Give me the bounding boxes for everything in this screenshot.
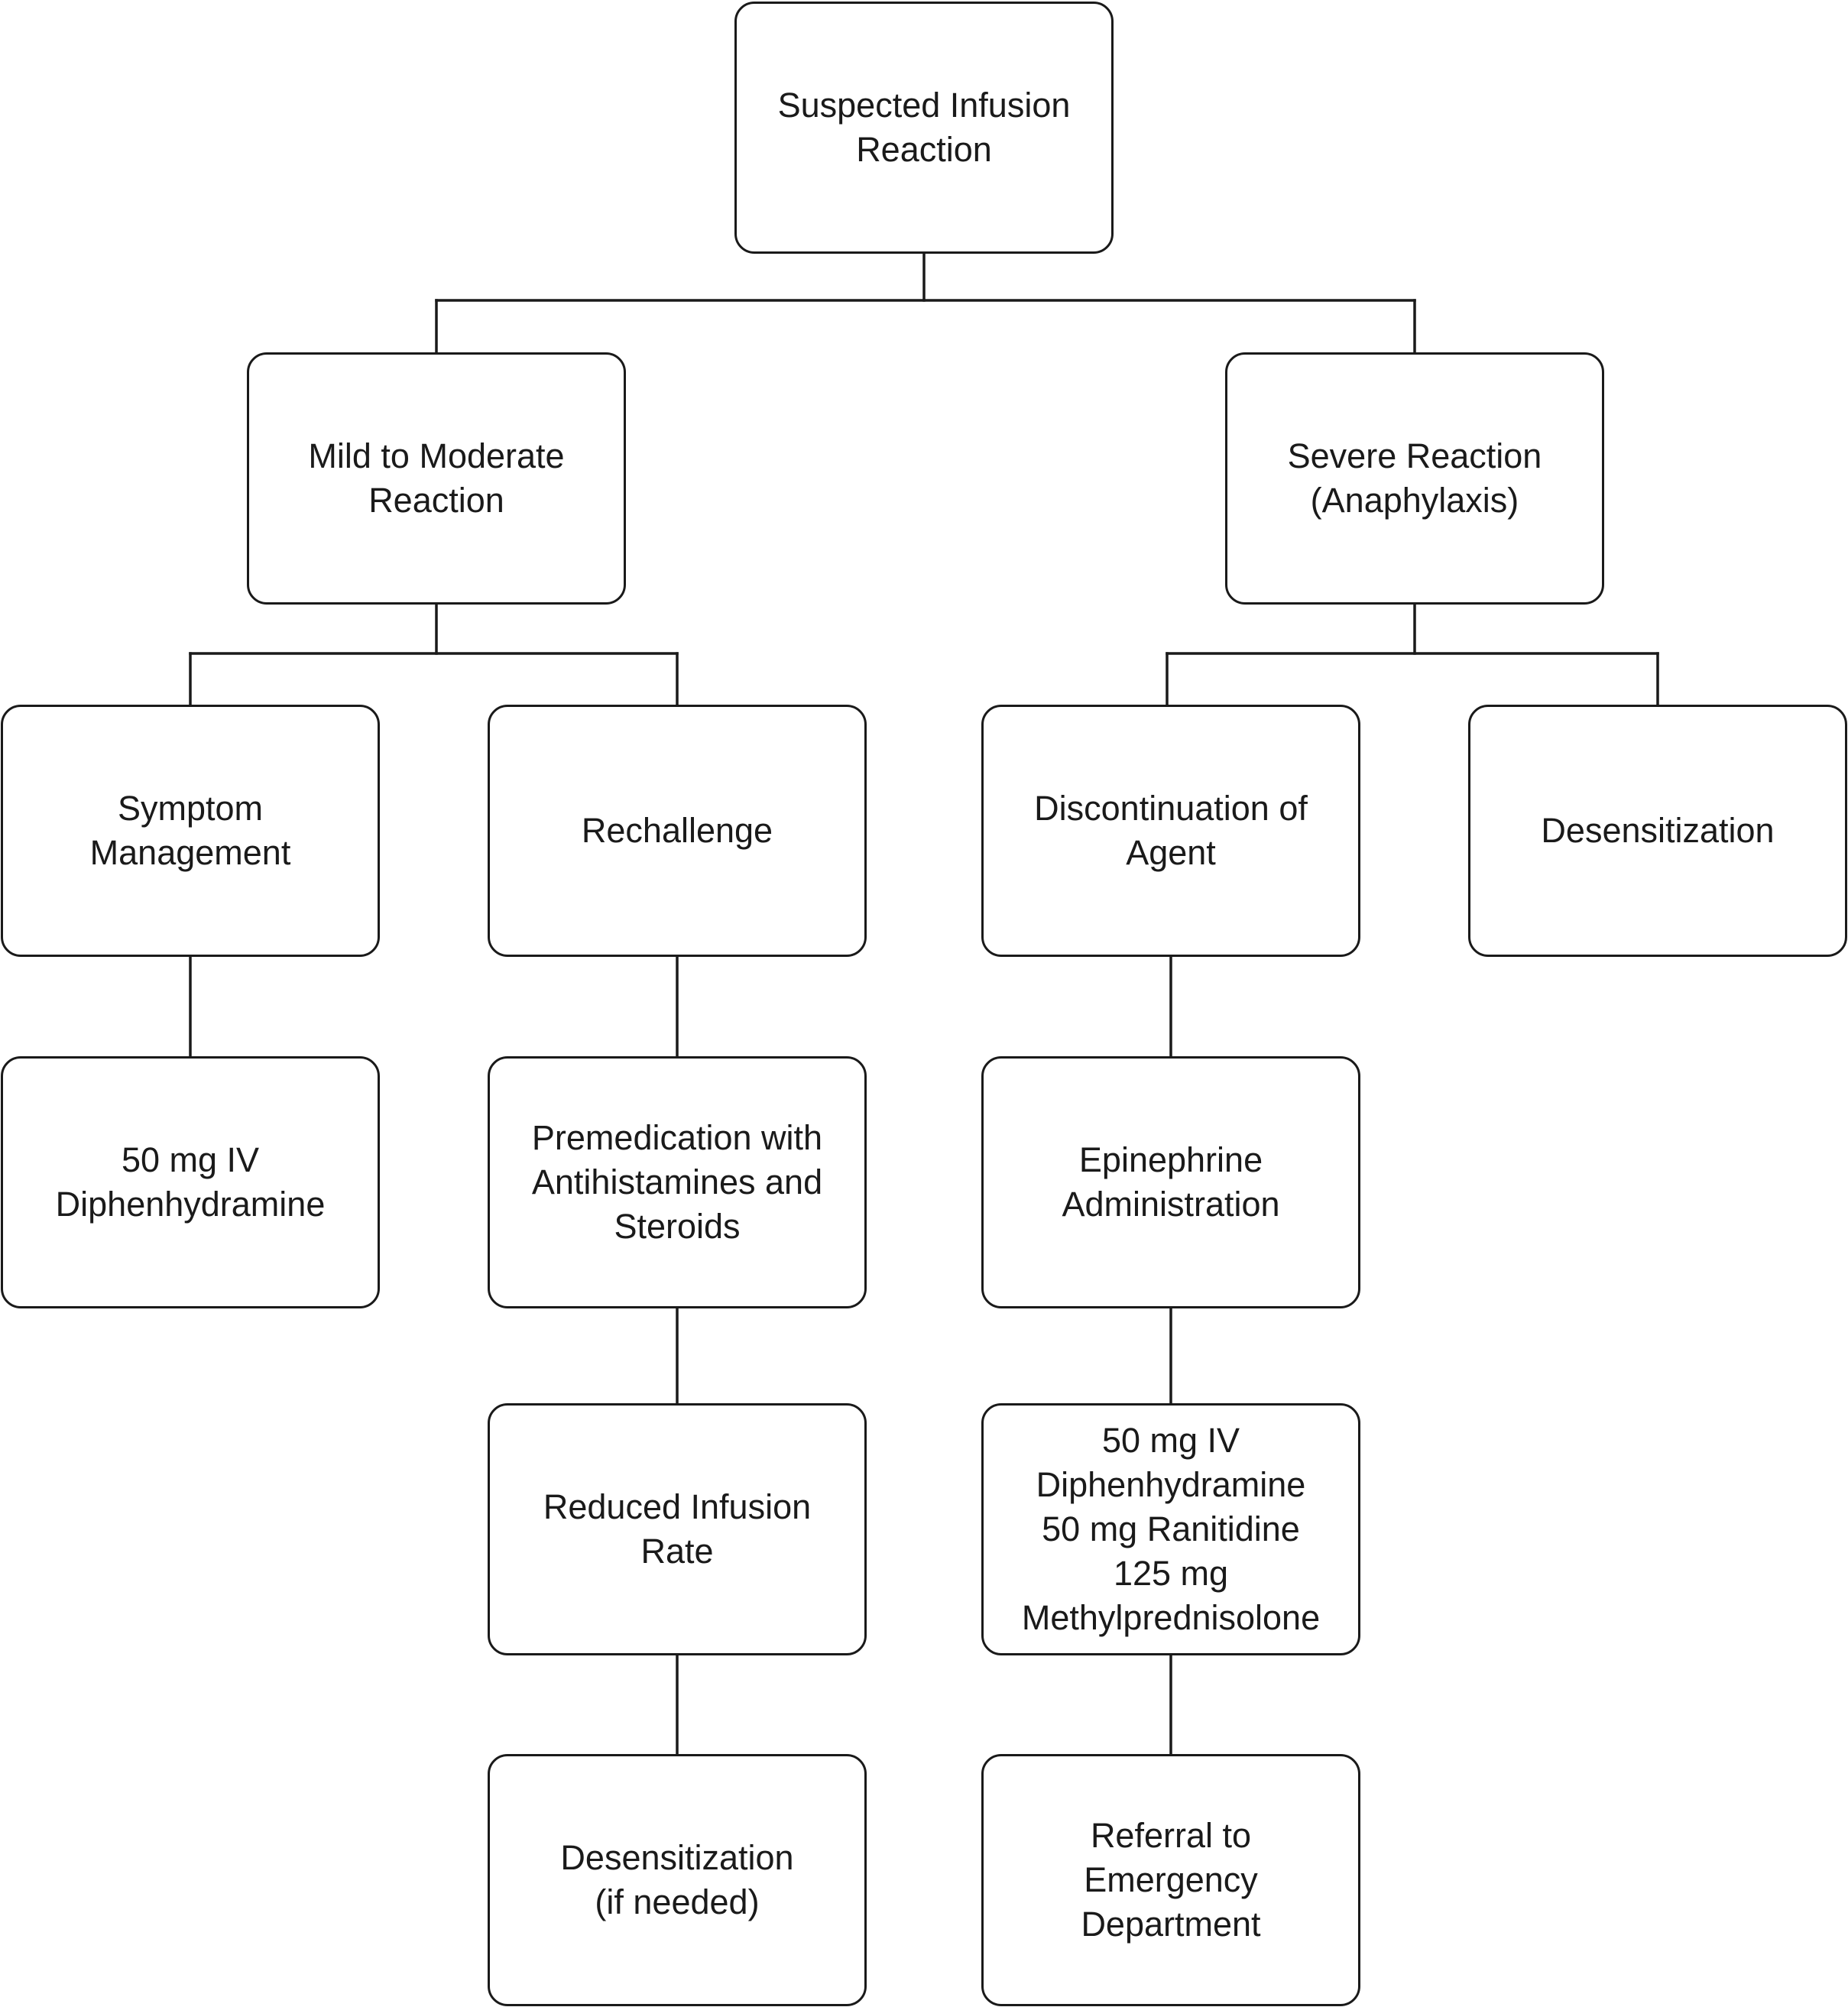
node-label: 50 mg IV Diphenhydramine: [55, 1140, 326, 1224]
node-diphenhydramine: 50 mg IV Diphenhydramine: [1, 1056, 380, 1308]
node-symptom-management: Symptom Management: [1, 705, 380, 957]
node-suspected-infusion-reaction: Suspected Infusion Reaction: [734, 2, 1114, 254]
node-reduced-infusion-rate: Reduced Infusion Rate: [488, 1403, 867, 1655]
node-label: Reduced Infusion Rate: [543, 1487, 812, 1571]
node-label: Symptom Management: [89, 789, 291, 872]
node-medications: 50 mg IV Diphenhydramine 50 mg Ranitidin…: [981, 1403, 1360, 1655]
node-label: Desensitization (if needed): [560, 1838, 794, 1921]
node-label: Desensitization: [1541, 811, 1775, 850]
node-mild-to-moderate-reaction: Mild to Moderate Reaction: [247, 352, 626, 605]
node-label: Discontinuation of Agent: [1034, 789, 1308, 872]
node-premedication: Premedication with Antihistamines and St…: [488, 1056, 867, 1308]
node-epinephrine-administration: Epinephrine Administration: [981, 1056, 1360, 1308]
node-referral-to-emergency-department: Referral to Emergency Department: [981, 1754, 1360, 2006]
node-label: Referral to Emergency Department: [1081, 1816, 1261, 1944]
node-label: Premedication with Antihistamines and St…: [531, 1118, 823, 1246]
node-label: 50 mg IV Diphenhydramine 50 mg Ranitidin…: [1021, 1421, 1321, 1637]
node-label: Rechallenge: [581, 811, 773, 850]
node-rechallenge: Rechallenge: [488, 705, 867, 957]
node-severe-reaction: Severe Reaction (Anaphylaxis): [1225, 352, 1604, 605]
node-label: Severe Reaction (Anaphylaxis): [1287, 436, 1542, 520]
node-desensitization-if-needed: Desensitization (if needed): [488, 1754, 867, 2006]
node-label: Epinephrine Administration: [1062, 1140, 1280, 1224]
node-label: Mild to Moderate Reaction: [308, 436, 565, 520]
node-discontinuation-of-agent: Discontinuation of Agent: [981, 705, 1360, 957]
node-desensitization: Desensitization: [1468, 705, 1847, 957]
node-label: Suspected Infusion Reaction: [777, 86, 1071, 169]
